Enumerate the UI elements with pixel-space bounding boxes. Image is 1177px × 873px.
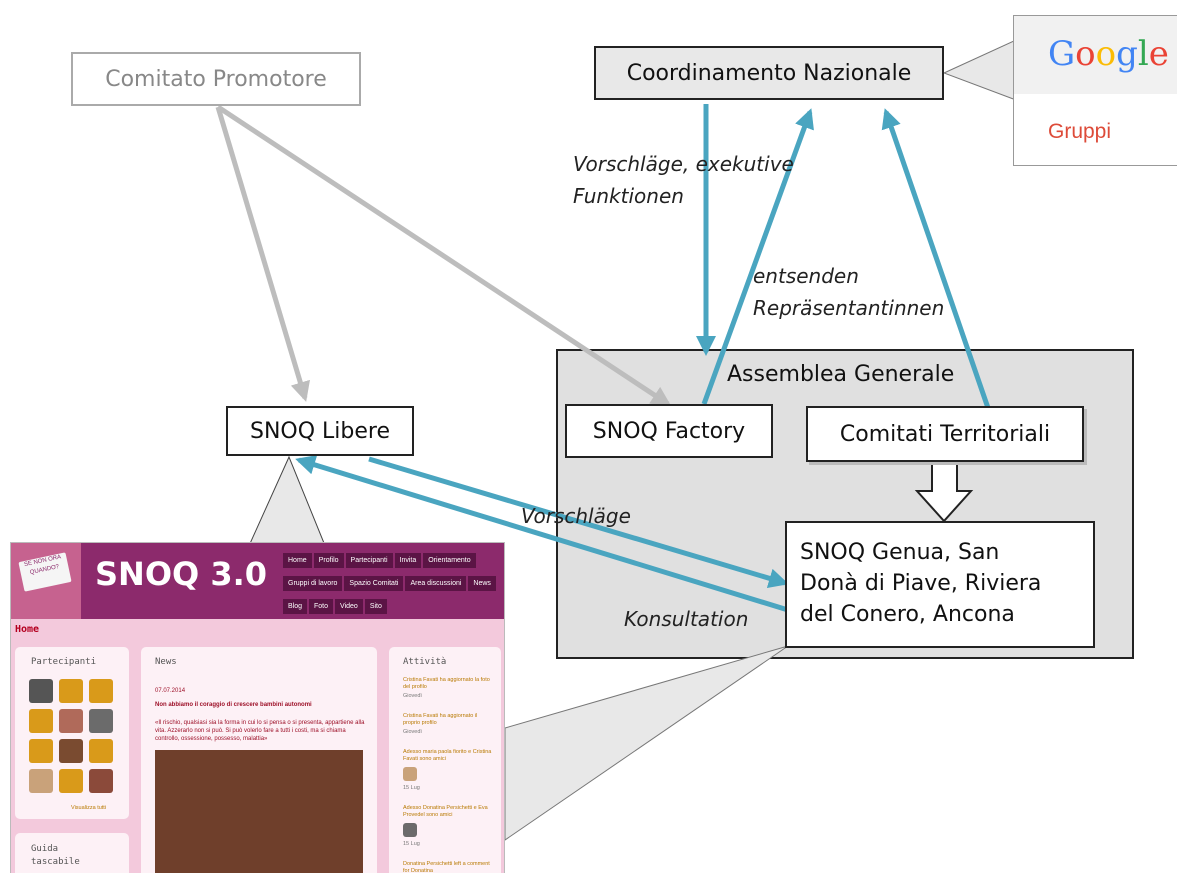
label-vorschlaege-exekutive-line1: Vorschläge, exekutive [573, 152, 794, 176]
assemblea-generale-label: Assemblea Generale [727, 362, 955, 387]
site-logo-badge: SE NON ORA QUANDO? [18, 552, 72, 592]
participant-avatar[interactable] [59, 739, 83, 763]
label-vorschlaege-exekutive-line2: Funktionen [573, 184, 684, 208]
participant-avatar[interactable] [89, 769, 113, 793]
site-menu-item[interactable]: Foto [309, 599, 334, 614]
activity-avatar[interactable] [403, 767, 417, 781]
site-menu-item[interactable]: Home [283, 553, 312, 568]
node-comitati-territoriali: Comitati Territoriali [806, 406, 1084, 462]
arrow-territoriali-to-coordinamento [881, 108, 991, 409]
site-menu-item[interactable]: Partecipanti [345, 553, 393, 568]
label-entsenden: entsenden Repräsentantinnen [753, 260, 944, 324]
label-konsultation: Konsultation [624, 607, 749, 631]
activity-avatar[interactable] [403, 823, 417, 837]
snoq-local-line2: Donà di Piave, Riviera [800, 571, 1042, 596]
node-snoq-libere: SNOQ Libere [226, 406, 414, 456]
site-title: SNOQ 3.0 [95, 555, 268, 593]
activity-panel: Attività Cristina Favati ha aggiornato l… [389, 647, 501, 873]
google-logo: Google [1048, 34, 1169, 74]
label-vorschlaege-exekutive: Vorschläge, exekutive Funktionen [573, 148, 794, 212]
site-menu-item[interactable]: Profilo [313, 553, 344, 568]
guide-panel: Guida tascabile [15, 833, 129, 873]
arrow-promotore-to-libere [215, 106, 310, 402]
label-vorschlaege: Vorschläge [521, 504, 631, 528]
participant-avatar[interactable] [59, 709, 83, 733]
label-entsenden-line1: entsenden [753, 264, 859, 288]
activity-time: Giovedì [403, 729, 422, 735]
google-callout-pointer [942, 39, 1017, 101]
participant-avatar[interactable] [59, 769, 83, 793]
arrow-konsultation [295, 455, 789, 613]
participant-avatar[interactable] [29, 709, 53, 733]
participants-panel: Partecipanti Visualizza tutti [15, 647, 129, 819]
site-menu-item[interactable]: Area discussioni [405, 576, 467, 591]
site-menu-item[interactable]: Invita [394, 553, 422, 568]
activity-item[interactable]: Adesso Donatina Persichetti e Eva Proved… [403, 805, 488, 818]
participant-avatar[interactable] [29, 739, 53, 763]
view-all-link[interactable]: Visualizza tutti [71, 805, 107, 811]
snoq-local-line1: SNOQ Genua, San [800, 540, 1000, 565]
google-groups-box: Google Gruppi [1013, 15, 1177, 166]
activity-time: Giovedì [403, 693, 422, 699]
site-page-heading: Home [15, 624, 40, 635]
news-body: «Il rischio, qualsiasi sia la forma in c… [155, 720, 365, 742]
activity-item[interactable]: Cristina Favati ha aggiornato la foto de… [403, 677, 490, 690]
node-coordinamento-nazionale: Coordinamento Nazionale [594, 46, 944, 100]
site-menu-item[interactable]: Orientamento [423, 553, 476, 568]
participant-avatar[interactable] [89, 679, 113, 703]
site-logo-area: SE NON ORA QUANDO? [11, 543, 81, 619]
snoq-libere-callout [247, 455, 327, 549]
participant-avatar[interactable] [29, 679, 53, 703]
google-logo-band [1014, 16, 1177, 94]
participant-avatar[interactable] [59, 679, 83, 703]
node-snoq-factory: SNOQ Factory [565, 404, 773, 458]
node-snoq-local: SNOQ Genua, San Donà di Piave, Riviera d… [785, 521, 1095, 648]
news-heading: News [155, 657, 177, 667]
arrow-vorschlaege [368, 456, 789, 589]
news-date: 07.07.2014 [155, 688, 186, 694]
guide-heading: Guida tascabile [31, 844, 80, 867]
site-menu-item[interactable]: Gruppi di lavoro [283, 576, 343, 591]
news-photo [155, 750, 363, 873]
snoq-local-callout [504, 645, 789, 841]
google-groups-label: Gruppi [1048, 120, 1112, 143]
snoq-local-line3: del Conero, Ancona [800, 602, 1015, 627]
label-entsenden-line2: Repräsentantinnen [753, 296, 945, 320]
site-menu-item[interactable]: Spazio Comitati [344, 576, 404, 591]
activity-heading: Attività [403, 657, 447, 667]
arrow-factory-to-coordinamento [701, 108, 814, 405]
node-comitato-promotore: Comitato Promotore [71, 52, 361, 106]
participants-heading: Partecipanti [31, 657, 97, 667]
activity-item[interactable]: Cristina Favati ha aggiornato il proprio… [403, 713, 478, 726]
comitati-down-arrow [914, 460, 974, 523]
activity-item[interactable]: Donatina Persichetti left a comment for … [403, 861, 490, 873]
activity-time: 15 Lug [403, 841, 420, 847]
site-menu-item[interactable]: Sito [364, 599, 387, 614]
arrow-promotore-to-factory [216, 104, 672, 407]
news-headline[interactable]: Non abbiamo il coraggio di crescere bamb… [155, 702, 312, 708]
activity-time: 15 Lug [403, 785, 420, 791]
site-menu-item[interactable]: Blog [283, 599, 308, 614]
activity-item[interactable]: Adesso maria paola fiorito e Cristina Fa… [403, 749, 492, 762]
participant-avatar[interactable] [89, 739, 113, 763]
site-menu-item[interactable]: News [468, 576, 496, 591]
participant-avatar[interactable] [89, 709, 113, 733]
site-menu-item[interactable]: Video [335, 599, 363, 614]
participant-avatar[interactable] [29, 769, 53, 793]
